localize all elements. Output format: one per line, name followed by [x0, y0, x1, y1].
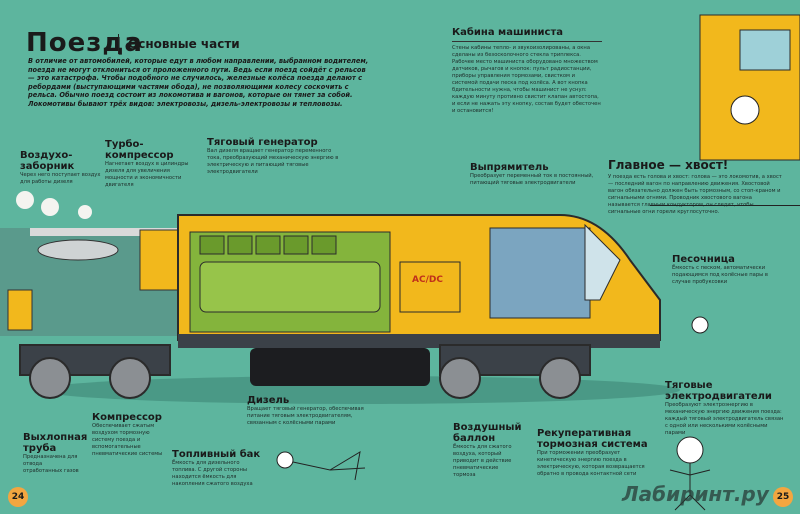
train-shadow [40, 376, 680, 404]
bogies [19, 344, 591, 399]
page-number-right: 25 [773, 487, 793, 507]
windshield [584, 223, 621, 301]
stick-figure-body [669, 463, 711, 511]
tail-divider [650, 205, 800, 206]
label-tail: Главное — хвост!У поезда есть голова и х… [608, 158, 782, 215]
diesel-engine [199, 261, 381, 313]
stick-figure-head [676, 436, 704, 464]
fuel-tank [250, 348, 430, 386]
exhaust-pipe [7, 289, 33, 331]
smoke-puffs [16, 191, 92, 219]
sandbox-figure [691, 316, 709, 334]
lying-figure-body [292, 451, 366, 481]
page-subtitle: Основные части [128, 37, 240, 51]
title-divider [118, 34, 119, 54]
page-number-left: 24 [8, 487, 28, 507]
lying-figure-head [276, 451, 294, 469]
watermark: Лабиринт.ру [622, 482, 769, 506]
acdc-sign: AC/DC [412, 275, 443, 285]
driver-figure [730, 95, 760, 125]
cabin-inset-window [739, 29, 791, 71]
cabin-interior [489, 227, 591, 319]
rectifier-box [399, 261, 461, 313]
cylinder-heads [199, 235, 337, 255]
radiator-top [30, 228, 180, 236]
page-title: Поезда [26, 28, 143, 58]
fan [37, 239, 119, 261]
intro-text: В отличие от автомобилей, которые едут в… [28, 57, 369, 108]
turbo-compressor-shape [139, 229, 181, 291]
